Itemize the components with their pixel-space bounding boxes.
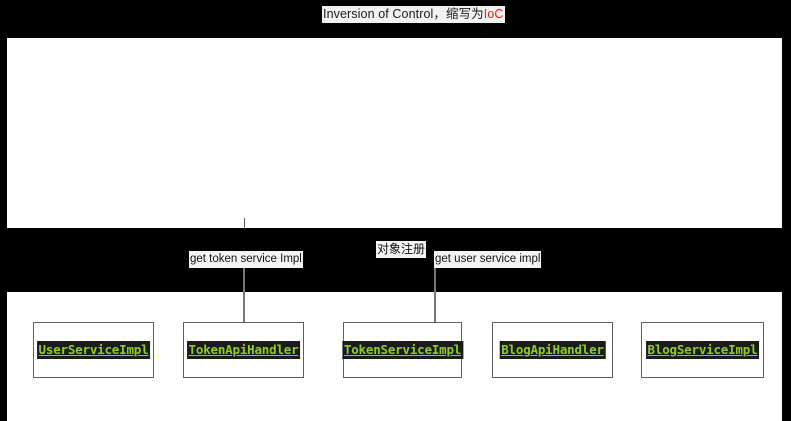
middle-band (0, 228, 791, 292)
class-box-user-service-impl[interactable]: UserServiceImpl (33, 322, 154, 378)
page-title-main: Inversion of Control，缩写为 (323, 7, 484, 21)
class-box-token-service-impl[interactable]: TokenServiceImpl (341, 322, 464, 378)
class-box-token-api-handler[interactable]: TokenApiHandler (183, 322, 304, 378)
class-name-token-service-impl[interactable]: TokenServiceImpl (341, 341, 464, 359)
panel-tick-mark (244, 218, 245, 228)
edge-label-get-user-service-impl: get user service impl (434, 251, 542, 268)
class-name-token-api-handler[interactable]: TokenApiHandler (186, 341, 301, 359)
class-box-blog-api-handler[interactable]: BlogApiHandler (492, 322, 613, 378)
class-name-blog-api-handler[interactable]: BlogApiHandler (499, 341, 606, 359)
edge-label-get-token-service-impl: get token service Impl (189, 251, 303, 268)
edge-label-object-registration: 对象注册 (376, 241, 427, 258)
title-band: Inversion of Control，缩写为IoC (0, 0, 791, 28)
class-box-blog-service-impl[interactable]: BlogServiceImpl (641, 322, 764, 378)
page-title-accent: IoC (483, 7, 504, 21)
upper-diagram-panel (7, 38, 782, 228)
connector-token-service-impl (434, 268, 436, 322)
connector-token-api-handler (243, 268, 245, 322)
class-name-blog-service-impl[interactable]: BlogServiceImpl (645, 341, 760, 359)
class-name-user-service-impl[interactable]: UserServiceImpl (36, 341, 151, 359)
page-title: Inversion of Control，缩写为IoC (322, 6, 505, 23)
